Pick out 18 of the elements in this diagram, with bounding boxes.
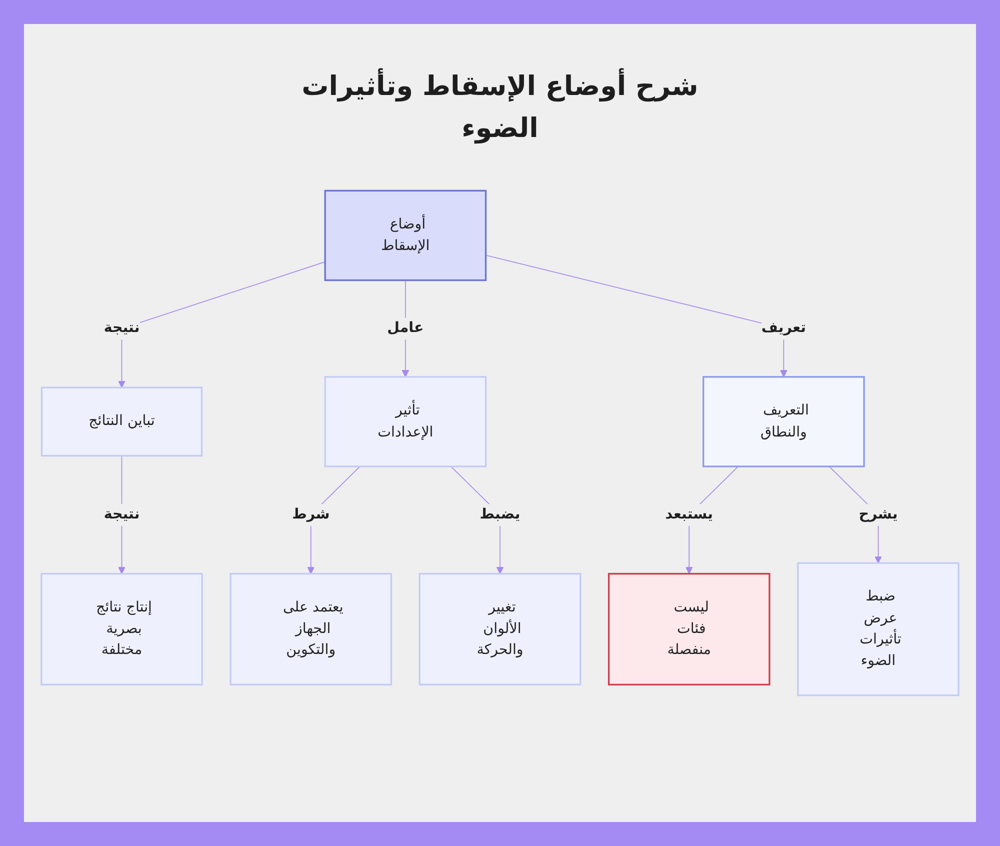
process-box: إنتاج نتائج بصرية مختلفة: [40, 572, 203, 686]
process-box: التعريف والنطاق: [702, 376, 865, 468]
process-box: يعتمد على الجهاز والتكوين: [230, 572, 392, 686]
edge-label: عامل: [387, 318, 424, 340]
edge-label: يشرح: [858, 504, 898, 526]
process-box: تباين النتائج: [40, 386, 203, 457]
process-box: ضبط عرض تأثيرات الضوء: [797, 562, 960, 696]
process-box: أوضاع الإسقاط: [324, 190, 487, 282]
process-box: ليست فئات منفصلة: [608, 572, 770, 686]
process-box: تأثير الإعدادات: [324, 376, 487, 468]
edge-label: يستبعد: [665, 504, 713, 526]
arrow: [485, 254, 788, 378]
edge-label: نتيجة: [104, 504, 140, 526]
process-box: تغيير الألوان والحركة: [418, 572, 582, 686]
diagram-title: شرح أوضاع الإسقاط وتأثيرات الضوء: [270, 66, 730, 150]
edge-label: شرط: [292, 504, 330, 526]
arrow: [118, 261, 326, 388]
edge-label: يضبط: [480, 504, 520, 526]
